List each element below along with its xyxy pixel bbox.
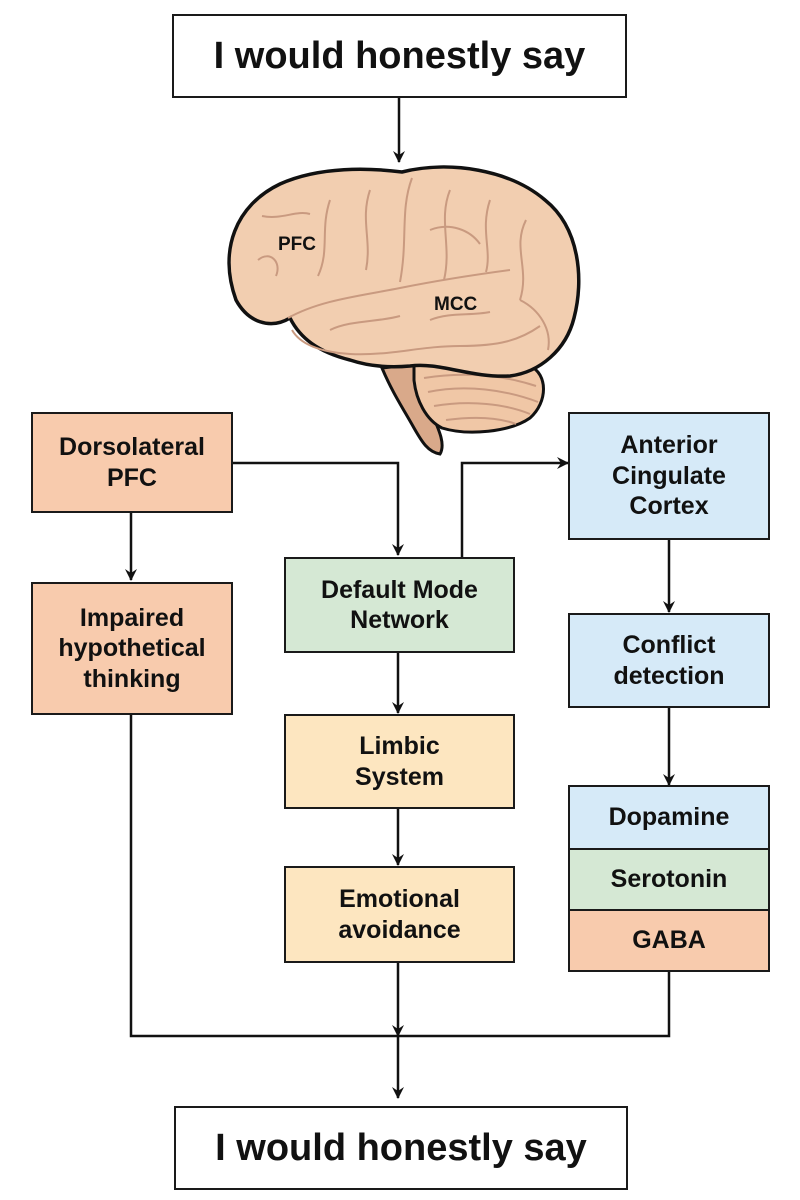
serotonin-label: Serotonin xyxy=(610,864,728,893)
conflict-detection-node: Conflict detection xyxy=(568,613,770,708)
anterior-cingulate-cortex-label: Anterior Cingulate Cortex xyxy=(612,431,726,521)
impaired-thinking-node: Impaired hypothetical thinking xyxy=(31,582,233,715)
emotional-avoidance-label: Emotional avoidance xyxy=(338,885,461,944)
arrow-dmn-to-acc xyxy=(460,457,569,558)
brain-label-mcc: MCC xyxy=(434,294,478,315)
arrow-dlpfc-to-dmn xyxy=(233,461,404,556)
top-statement-box: I would honestly say xyxy=(172,14,627,98)
default-mode-network-label: Default Mode Network xyxy=(321,575,478,635)
brain-label-pfc: PFC xyxy=(278,234,316,255)
gaba-label: GABA xyxy=(632,925,706,954)
bottom-statement-box: I would honestly say xyxy=(174,1106,628,1190)
dlpfc-label: Dorsolateral PFC xyxy=(59,433,205,492)
emotional-avoidance-node: Emotional avoidance xyxy=(284,866,515,963)
default-mode-network-node: Default Mode Network xyxy=(284,557,515,653)
neurotransmitter-dopamine: Dopamine xyxy=(570,787,768,848)
neurotransmitter-stack: Dopamine Serotonin GABA xyxy=(568,785,770,972)
dlpfc-node: Dorsolateral PFC xyxy=(31,412,233,513)
top-statement-label: I would honestly say xyxy=(213,34,586,77)
dopamine-label: Dopamine xyxy=(608,802,730,831)
brain-gyri xyxy=(257,177,550,356)
bottom-statement-label: I would honestly say xyxy=(215,1126,587,1169)
neurotransmitter-serotonin: Serotonin xyxy=(570,847,768,909)
limbic-system-node: Limbic System xyxy=(284,714,515,809)
limbic-system-label: Limbic System xyxy=(355,732,444,791)
impaired-thinking-label: Impaired hypothetical thinking xyxy=(58,603,206,693)
neurotransmitter-gaba: GABA xyxy=(570,908,768,970)
conflict-detection-label: Conflict detection xyxy=(613,631,725,690)
cerebrum xyxy=(227,165,581,378)
anterior-cingulate-cortex-node: Anterior Cingulate Cortex xyxy=(568,412,770,540)
